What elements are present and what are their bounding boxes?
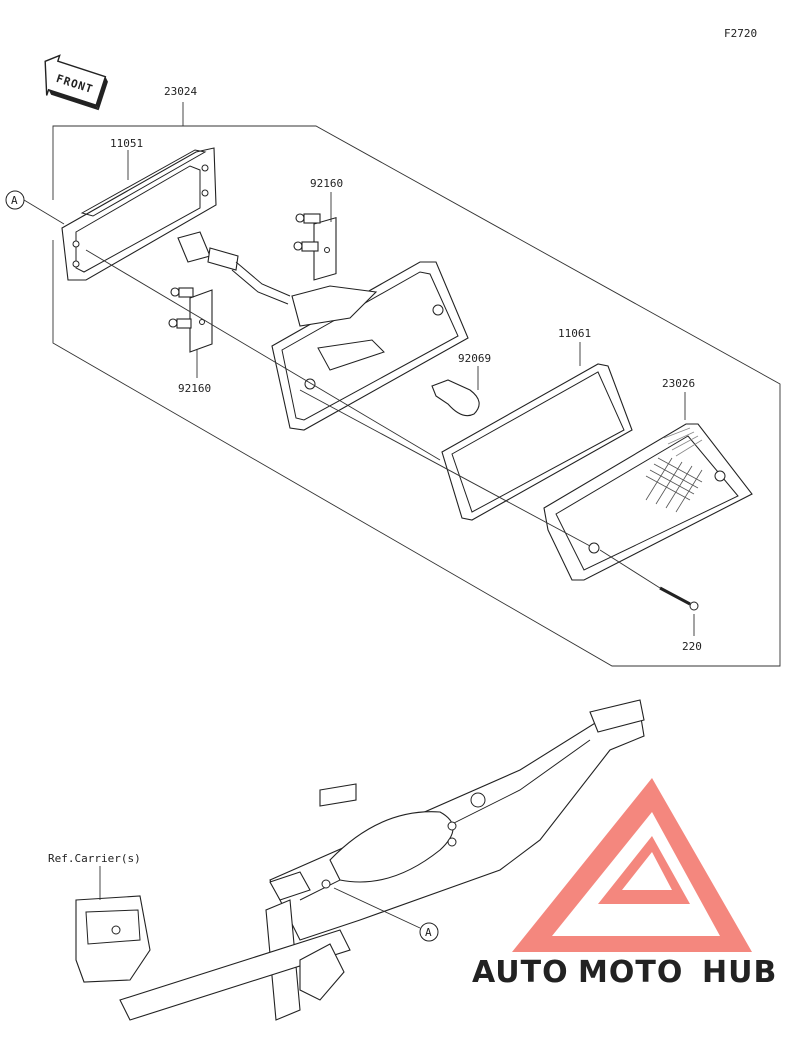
label-11051: 11051 bbox=[110, 137, 143, 150]
label-92160-top: 92160 bbox=[310, 177, 343, 190]
svg-text:A: A bbox=[425, 926, 432, 939]
bolt-set-bottom bbox=[168, 287, 213, 353]
gasket-11061 bbox=[441, 363, 633, 521]
watermark-logo-icon bbox=[512, 778, 752, 952]
callout-a-bottom: A bbox=[333, 887, 439, 942]
bracket-11051 bbox=[61, 147, 217, 281]
carrier-frame bbox=[75, 699, 645, 1021]
ref-carrier-label: Ref.Carrier(s) bbox=[48, 852, 141, 865]
label-220: 220 bbox=[682, 640, 702, 653]
callout-a-top: A bbox=[5, 190, 65, 225]
lens-23026 bbox=[543, 423, 753, 581]
svg-text:MOTO: MOTO bbox=[578, 955, 683, 990]
wire-connector bbox=[177, 231, 291, 305]
svg-text:HUB: HUB bbox=[702, 955, 777, 990]
bolt-set-top bbox=[293, 213, 337, 281]
label-23026: 23026 bbox=[662, 377, 695, 390]
watermark-text: AUTO MOTO HUB bbox=[472, 955, 777, 990]
screw-220 bbox=[659, 586, 699, 611]
label-23024: 23024 bbox=[164, 85, 197, 98]
lamp-housing bbox=[271, 261, 469, 431]
assembly-outline bbox=[52, 102, 781, 667]
leader-lines bbox=[85, 249, 661, 589]
label-11061: 11061 bbox=[558, 327, 591, 340]
svg-text:AUTO: AUTO bbox=[472, 955, 569, 990]
svg-text:A: A bbox=[11, 194, 18, 207]
bulb-92069 bbox=[431, 379, 480, 417]
label-92069: 92069 bbox=[458, 352, 491, 365]
figure-code: F2720 bbox=[724, 27, 757, 40]
label-92160-bottom: 92160 bbox=[178, 382, 211, 395]
front-arrow-icon: FRONT bbox=[44, 54, 108, 111]
